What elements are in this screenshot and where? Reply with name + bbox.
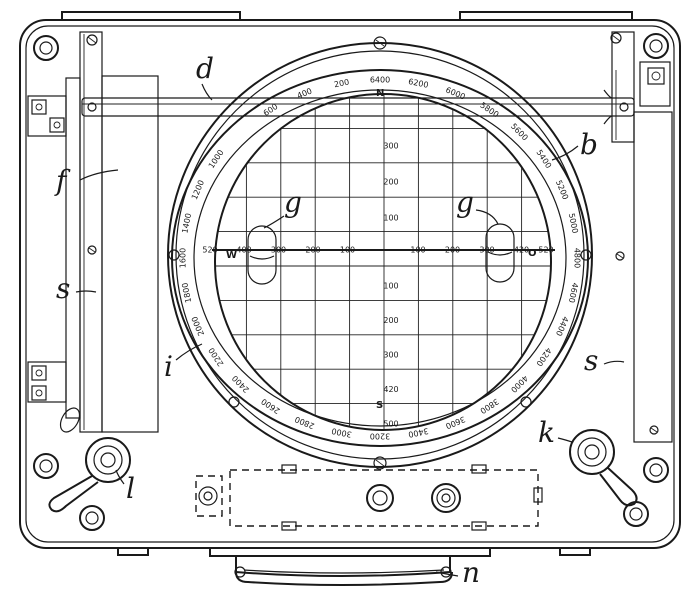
ref-l: l	[126, 472, 135, 505]
compass-bezel	[167, 36, 593, 470]
grid-label-east: 300	[479, 246, 494, 255]
bezel-label: 4600	[567, 282, 580, 304]
ref-s-left: s	[56, 272, 70, 305]
grid-label-east: 100	[410, 246, 425, 255]
ref-k: k	[538, 416, 555, 449]
bezel-label: 5000	[567, 212, 580, 234]
ref-n: n	[462, 556, 480, 589]
bezel-label: 1600	[179, 248, 188, 268]
grid-label-north: 200	[383, 178, 398, 187]
bezel-label: 3000	[331, 426, 353, 439]
grid-disc-edge	[214, 93, 552, 431]
grid-label-west: 300	[271, 246, 286, 255]
left-frame	[27, 31, 159, 433]
west-letter: W	[226, 250, 237, 261]
ref-i: i	[164, 350, 173, 383]
bezel-label: 2800	[293, 414, 315, 430]
grid-label-west-end: 520	[202, 246, 217, 255]
bezel-label: 200	[333, 77, 350, 89]
bezel-label: 1200	[190, 179, 206, 201]
ref-s-right: s	[584, 344, 598, 377]
bezel-label: 1800	[180, 282, 193, 304]
bezel-label: 3400	[408, 426, 430, 439]
grid-label-south: 500	[383, 420, 398, 429]
right-frame	[610, 31, 673, 443]
grid-label-east-end: 520	[538, 246, 553, 255]
carrying-handle	[234, 556, 453, 586]
ref-g-right: g	[456, 186, 474, 219]
south-letter: S	[376, 400, 383, 411]
grid-label-east: 200	[445, 246, 460, 255]
knob-left	[48, 437, 131, 513]
grid-label-south: 200	[383, 316, 398, 325]
bezel-label: 4800	[573, 248, 582, 268]
ref-b: b	[580, 128, 598, 161]
ref-g-left: g	[284, 186, 302, 219]
ref-d: d	[196, 52, 214, 85]
bezel-label: 6400	[370, 76, 390, 85]
bezel-label: 6200	[408, 77, 430, 90]
bubble-levels	[247, 223, 515, 285]
grid-label-west: 400	[236, 246, 251, 255]
east-letter: O	[528, 248, 537, 259]
bezel-label: 5200	[554, 179, 570, 201]
north-letter: N	[376, 88, 384, 99]
grid-label-east: 420	[514, 246, 529, 255]
bottom-panel	[195, 464, 543, 531]
grid-label-north: 300	[383, 142, 398, 151]
grid-labels: 300 200 100 100 200 300 420 500 400 300 200 100 100 2…	[202, 142, 553, 429]
grid-label-west: 200	[305, 246, 320, 255]
outer-case	[19, 11, 681, 557]
crossbar	[81, 89, 635, 125]
grid-label-west: 100	[340, 246, 355, 255]
bezel-label: 1400	[180, 212, 193, 234]
reference-letters: d b f g g s s i k l n	[54, 52, 625, 589]
grid-label-south: 300	[383, 351, 398, 360]
scale-ring	[171, 69, 589, 447]
bezel-label: 6000	[444, 85, 466, 101]
grid-label-south: 420	[383, 385, 398, 394]
grid-label-south: 100	[383, 282, 398, 291]
bezel-label: 3200	[370, 432, 390, 441]
bezel-scale-labels: 6400200400600620060005800560054005200500…	[179, 76, 582, 441]
knob-right	[569, 429, 638, 507]
ref-f: f	[54, 164, 71, 197]
grid-label-north: 100	[383, 214, 398, 223]
